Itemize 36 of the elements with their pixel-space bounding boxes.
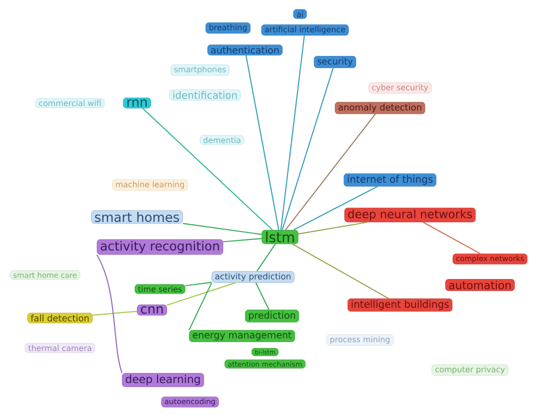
keyword-box: identification (169, 89, 241, 101)
keyword-box: deep neural networks (344, 208, 476, 222)
link-line (223, 238, 262, 242)
keyword-box: cnn (137, 304, 167, 316)
link-line (142, 108, 273, 230)
link-line (282, 68, 334, 230)
keyword-box: activity recognition (96, 239, 224, 255)
link-line (185, 282, 212, 286)
link-line (422, 222, 481, 254)
link-line (96, 254, 123, 374)
keyword-box: automation (445, 279, 515, 291)
link-line (285, 114, 376, 230)
keyword-box: fall detection (27, 312, 93, 324)
link-line (255, 282, 270, 310)
link-line (298, 222, 368, 234)
link-line (166, 282, 236, 306)
keyword-box: authentication (207, 44, 283, 56)
keyword-box: rnn (123, 98, 151, 108)
link-line (256, 244, 276, 272)
link-line (245, 55, 280, 230)
link-line (182, 222, 262, 235)
link-line (92, 310, 138, 316)
keyword-box: deep learning (122, 373, 204, 387)
keyword-box: prediction (245, 310, 299, 322)
link-line (292, 244, 389, 299)
keyword-box: anomaly detection (334, 102, 426, 114)
link-line (188, 282, 212, 330)
keyword-box: security (314, 56, 356, 68)
keyword-box: internet of things (344, 173, 436, 187)
keyword-box: lstm (262, 230, 298, 244)
link-line (293, 186, 378, 230)
keyword-box: intelligent buildings (348, 298, 452, 312)
link-line (280, 36, 305, 230)
keyword-box: smart homes (91, 210, 183, 224)
keyword-box: activity prediction (212, 271, 294, 283)
keyword-box: energy management (189, 330, 295, 342)
